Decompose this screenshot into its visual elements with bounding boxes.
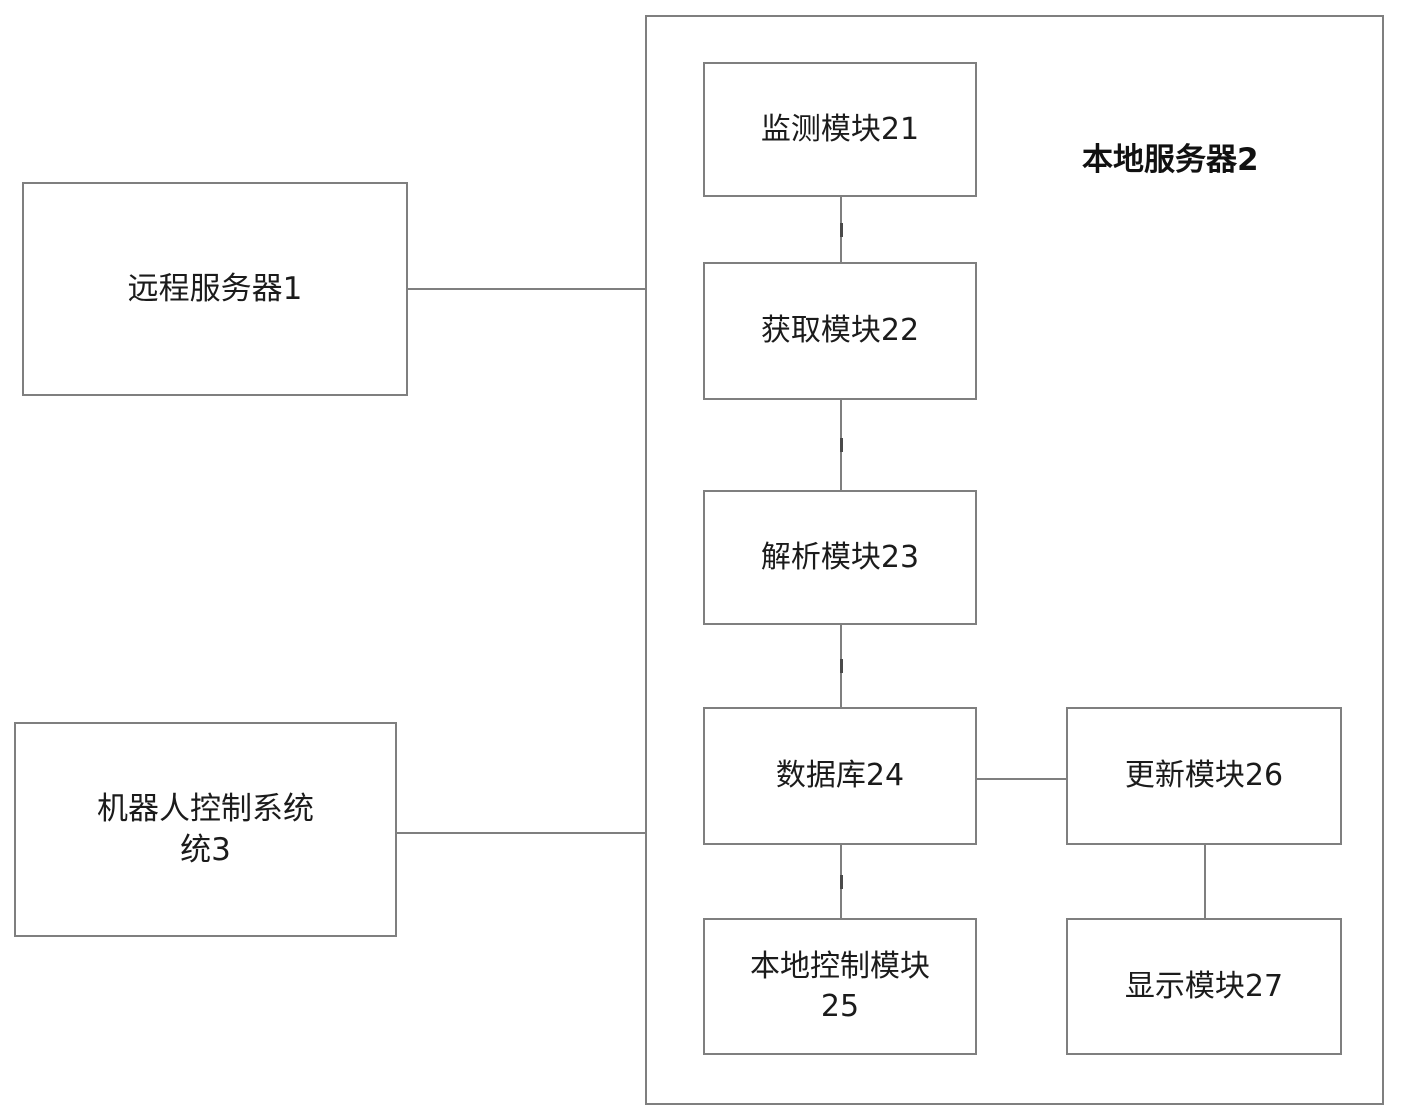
connector-update-to-display — [1204, 845, 1206, 918]
display-module-label: 显示模块27 — [1124, 968, 1284, 1004]
update-module-label: 更新模块26 — [1124, 758, 1284, 794]
update-module-box[interactable]: 更新模块26 — [1066, 707, 1342, 845]
acquisition-module-box[interactable]: 获取模块22 — [703, 262, 977, 400]
connector-acquisition-to-parsing — [840, 400, 843, 490]
database-label: 数据库24 — [775, 758, 905, 794]
monitoring-module-label: 监测模块21 — [760, 111, 920, 147]
connector-parsing-to-database — [840, 625, 843, 707]
connector-monitoring-to-acquisition — [840, 197, 843, 262]
connector-database-to-update-module — [977, 778, 1066, 780]
local-control-module-label: 本地控制模块 25 — [750, 948, 930, 1024]
connector-remote-server-to-local-server — [408, 288, 647, 290]
connector-database-to-local-control — [840, 845, 843, 918]
robot-control-system-label: 机器人控制系统 统3 — [97, 790, 314, 868]
connector-robot-control-system-to-local-server — [397, 832, 647, 834]
local-server-label: 本地服务器2 — [1082, 142, 1259, 178]
monitoring-module-box[interactable]: 监测模块21 — [703, 62, 977, 197]
local-control-module-box[interactable]: 本地控制模块 25 — [703, 918, 977, 1055]
parsing-module-box[interactable]: 解析模块23 — [703, 490, 977, 625]
remote-server-label: 远程服务器1 — [127, 270, 303, 307]
display-module-box[interactable]: 显示模块27 — [1066, 918, 1342, 1055]
robot-control-system-box[interactable]: 机器人控制系统 统3 — [14, 722, 397, 937]
remote-server-box[interactable]: 远程服务器1 — [22, 182, 408, 396]
acquisition-module-label: 获取模块22 — [760, 313, 920, 349]
parsing-module-label: 解析模块23 — [760, 539, 920, 575]
database-box[interactable]: 数据库24 — [703, 707, 977, 845]
